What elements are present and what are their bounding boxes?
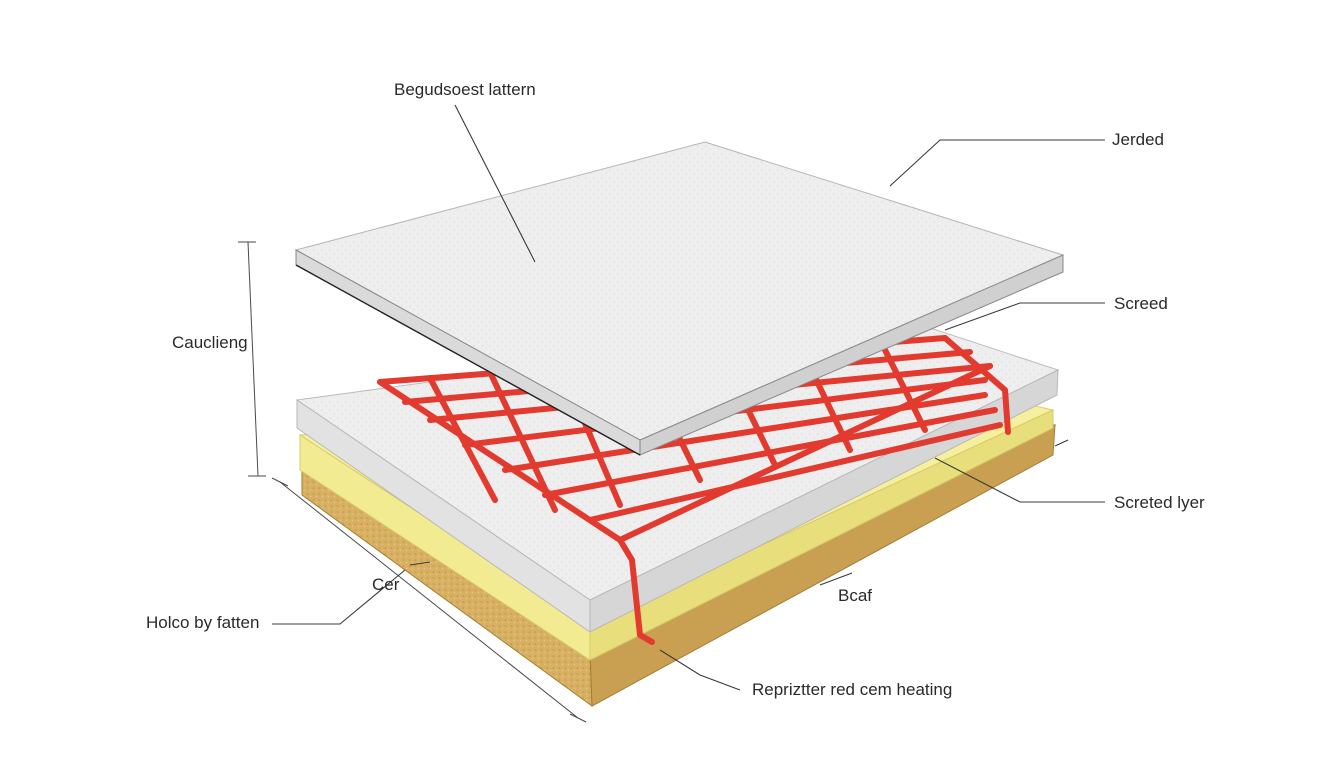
label-bottom-left: Holco by fatten <box>146 613 259 632</box>
label-left-dimension: Cauclieng <box>172 333 248 352</box>
dimension-vertical <box>238 241 266 477</box>
label-top-right: Jerded <box>1112 130 1164 149</box>
leader-lines <box>272 104 1105 691</box>
label-screed: Screed <box>1114 294 1168 313</box>
label-screed-layer: Screted lyer <box>1114 493 1205 512</box>
label-top-left: Begudsoest lattern <box>394 80 536 99</box>
label-bcaf: Bcaf <box>838 586 872 605</box>
screed-layer-slab <box>295 317 1060 633</box>
label-cer: Cer <box>372 575 400 594</box>
dimension-diagonal <box>271 477 587 723</box>
top-slab <box>294 141 1065 456</box>
label-bottom-right: Repriztter red cem heating <box>752 680 952 699</box>
